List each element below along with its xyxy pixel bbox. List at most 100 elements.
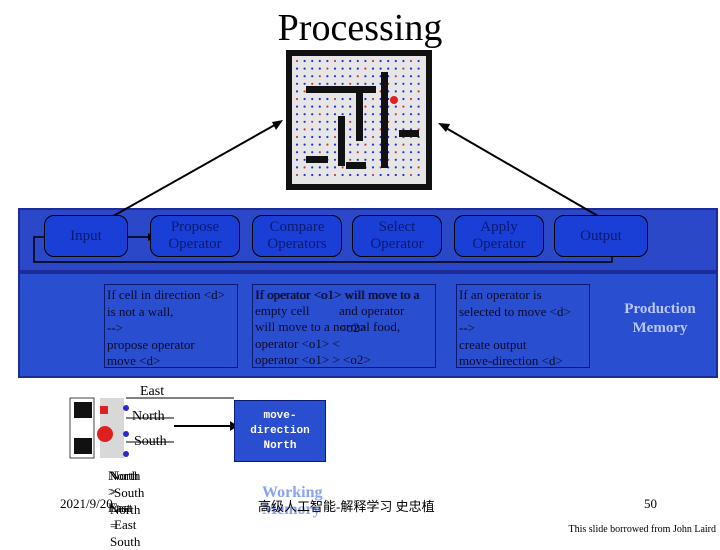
food-dot — [364, 105, 367, 108]
food-dot — [303, 59, 306, 63]
food-dot — [318, 67, 321, 70]
food-dot — [402, 143, 405, 146]
food-dot — [311, 97, 314, 101]
food-dot — [417, 105, 420, 108]
food-dot — [417, 173, 420, 177]
food-dot — [364, 128, 367, 131]
food-dot — [394, 173, 397, 177]
food-dot — [303, 90, 306, 93]
rule-line: and operator <o2> — [339, 303, 405, 335]
preference: North = South — [110, 502, 141, 549]
food-dot — [318, 82, 321, 85]
food-dot — [311, 67, 314, 70]
food-dot — [349, 151, 352, 154]
food-dot — [295, 97, 299, 101]
food-dot — [341, 105, 344, 108]
stage-compare-operators[interactable]: Compare Operators — [252, 215, 342, 257]
stage-output[interactable]: Output — [554, 215, 648, 257]
rule-line-overlap: If operator <o1> will move to a — [256, 287, 421, 302]
food-dot — [333, 59, 337, 63]
food-dot — [402, 75, 405, 78]
food-dot — [371, 75, 375, 78]
food-dot — [303, 135, 306, 139]
food-dot — [394, 120, 397, 123]
food-dot — [295, 120, 299, 123]
food-dot — [349, 82, 352, 85]
food-dot — [371, 67, 375, 70]
food-dot — [341, 59, 344, 63]
food-dot — [417, 75, 420, 78]
direction-east: East — [140, 384, 165, 399]
food-dot — [341, 173, 344, 177]
preference-overlap: North > East — [108, 468, 139, 515]
food-dot — [409, 158, 413, 161]
food-dot — [394, 67, 397, 70]
stage-select-operator[interactable]: Select Operator — [352, 215, 442, 257]
food-dot — [371, 135, 375, 139]
food-dot — [295, 75, 299, 78]
food-dot — [364, 120, 367, 123]
food-dot — [417, 97, 420, 101]
direction-south: South — [134, 434, 167, 449]
food-dot — [318, 128, 321, 131]
stage-apply-operator[interactable]: Apply Operator — [454, 215, 544, 257]
food-dot — [333, 120, 337, 123]
food-dot — [349, 59, 352, 63]
production-memory-label: Production Memory — [624, 301, 696, 336]
stage-propose-operator[interactable]: Propose Operator — [150, 215, 240, 257]
food-dot — [318, 113, 321, 116]
food-dot — [394, 59, 397, 63]
food-dot — [326, 97, 329, 101]
food-dot — [394, 143, 397, 146]
food-dot — [303, 120, 306, 123]
food-dot — [311, 166, 314, 169]
food-dot — [409, 143, 413, 146]
food-dot — [356, 143, 359, 146]
food-dot — [349, 135, 352, 139]
food-dot — [318, 59, 321, 63]
rule-line: empty cell — [255, 303, 310, 318]
food-dot — [409, 82, 413, 85]
food-dot — [356, 82, 359, 85]
food-dot — [295, 82, 299, 85]
food-dot — [371, 59, 375, 63]
food-dot — [303, 128, 306, 131]
food-dot — [356, 67, 359, 70]
food-dot — [394, 75, 397, 78]
propose-rule: If cell in direction <d> is not a wall, … — [104, 284, 238, 368]
food-dot — [333, 166, 337, 169]
food-dot — [387, 67, 390, 70]
food-dot — [371, 143, 375, 146]
food-dot — [333, 173, 337, 177]
rule-line: propose operator — [107, 336, 195, 352]
food-dot — [318, 120, 321, 123]
food-dot — [409, 166, 413, 169]
food-dot — [326, 173, 329, 177]
compare-rule: If operator <o1> will move to a If opera… — [252, 284, 436, 368]
food-dot — [394, 158, 397, 161]
stage-input[interactable]: Input — [44, 215, 128, 257]
food-dot — [303, 67, 306, 70]
rule-line: move-direction <d> — [459, 353, 563, 368]
rule-line: --> — [107, 320, 123, 335]
footer-date: 2021/9/20 — [60, 496, 113, 511]
food-dot — [364, 75, 367, 78]
food-dot — [303, 151, 306, 154]
food-dot — [326, 135, 329, 139]
food-dot — [371, 166, 375, 169]
food-dot — [417, 128, 420, 131]
food-dot — [417, 90, 420, 93]
food-dot — [311, 173, 314, 177]
food-dot — [394, 151, 397, 154]
rule-line: If operator <o1> will move to a — [255, 287, 420, 302]
food-dot — [379, 173, 382, 177]
food-dot — [326, 151, 329, 154]
food-dot — [402, 151, 405, 154]
food-dot — [371, 97, 375, 101]
food-dot — [311, 105, 314, 108]
food-dot — [326, 143, 329, 146]
food-dot — [349, 128, 352, 131]
food-dot — [417, 166, 420, 169]
apply-rule: If an operator is selected to move <d> -… — [456, 284, 590, 368]
output-line: North — [263, 440, 297, 452]
